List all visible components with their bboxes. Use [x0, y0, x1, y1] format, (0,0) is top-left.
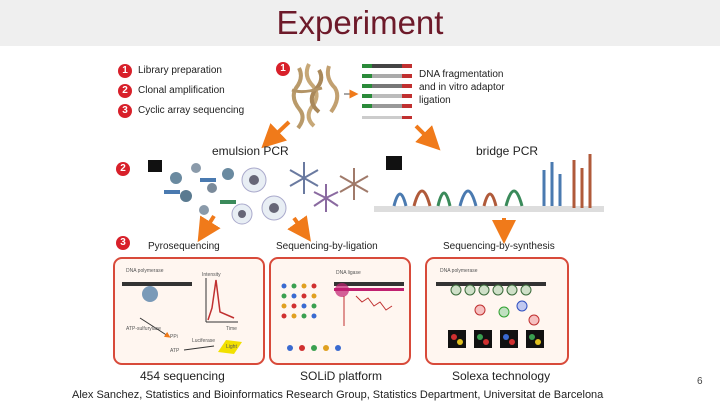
- method-ligation: Sequencing-by-ligation: [276, 241, 378, 252]
- atp-sulfurylase-label: ATP-sulfurylase: [126, 326, 161, 332]
- dna-fragments-illustration: [291, 63, 340, 130]
- emulsion-pcr-illustration: [148, 160, 369, 225]
- row-badge-3: 3: [116, 236, 130, 250]
- ngs-workflow-figure: 1 Library preparation 2 Clonal amplifica…: [104, 50, 624, 386]
- intensity-label: Intensity: [202, 272, 221, 278]
- method-synthesis: Sequencing-by-synthesis: [443, 241, 555, 252]
- arrow-to-emulsion: [261, 120, 291, 149]
- bridge-pcr-illustration: [374, 154, 604, 212]
- ligation-panel: [269, 257, 411, 365]
- arrow-to-pyro: [197, 214, 221, 243]
- row-badge-1: 1: [276, 62, 290, 76]
- platform-solid: SOLiD platform: [300, 369, 383, 383]
- luciferase-label: Luciferase: [192, 338, 216, 344]
- step-label-library: Library preparation: [138, 65, 222, 76]
- dna-polymerase-label-1: DNA polymerase: [126, 268, 164, 274]
- color-matrix: [281, 283, 317, 319]
- step-badge-2: 2: [118, 84, 132, 98]
- dna-polymerase-label-2: DNA polymerase: [440, 268, 478, 274]
- figure-graphics: [113, 63, 604, 365]
- arrow-to-bridge: [414, 124, 441, 151]
- emulsion-pcr-label: emulsion PCR: [212, 144, 289, 158]
- title-bar: Experiment: [0, 0, 720, 46]
- adaptor-fragments-illustration: [362, 64, 412, 119]
- synthesis-panel: [425, 257, 569, 365]
- footer-credit: Alex Sanchez, Statistics and Bioinformat…: [72, 389, 604, 401]
- pyrosequencing-panel: [113, 257, 265, 365]
- step-badge-3: 3: [118, 104, 132, 118]
- method-pyrosequencing: Pyrosequencing: [148, 241, 220, 252]
- slide-title: Experiment: [276, 4, 444, 41]
- row-badge-2: 2: [116, 162, 130, 176]
- atp-label: ATP: [170, 348, 180, 354]
- time-label: Time: [226, 326, 237, 332]
- page-number: 6: [697, 376, 703, 387]
- bridge-pcr-label: bridge PCR: [476, 144, 539, 158]
- platform-454: 454 sequencing: [140, 369, 225, 383]
- step-label-clonal: Clonal amplification: [138, 85, 225, 96]
- light-label: Light: [226, 344, 237, 350]
- arrow-to-ligation: [287, 215, 311, 242]
- platform-solexa: Solexa technology: [452, 369, 551, 383]
- dna-ligase-label: DNA ligase: [336, 270, 361, 276]
- dna-caption: DNA fragmentation and in vitro adaptor l…: [419, 69, 505, 106]
- step-badge-1: 1: [118, 64, 132, 78]
- step-label-cyclic: Cyclic array sequencing: [138, 105, 245, 116]
- ppi-label: PPi: [170, 334, 178, 340]
